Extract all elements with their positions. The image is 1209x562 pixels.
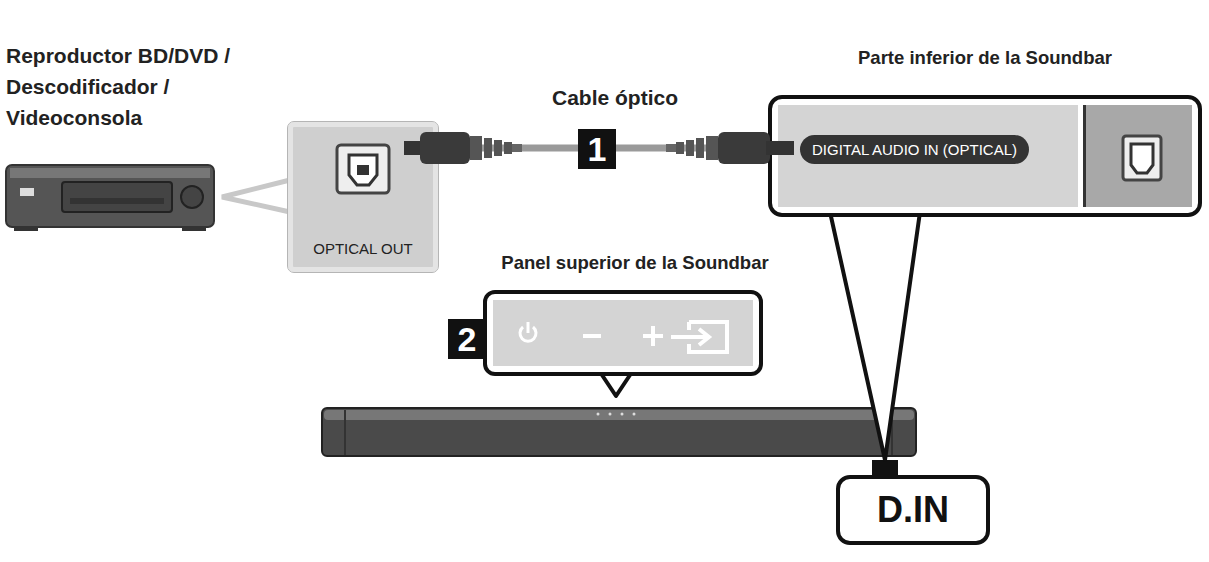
callout-number: 2 bbox=[448, 319, 486, 359]
optical-plug-right bbox=[666, 132, 794, 164]
optical-plug-left bbox=[404, 132, 522, 164]
top-panel-callout: Panel superior de la Soundbar bbox=[440, 250, 830, 378]
optical-port-icon bbox=[333, 141, 393, 197]
callout-pointer bbox=[830, 212, 920, 460]
callout-number: 1 bbox=[578, 129, 616, 169]
soundbar bbox=[322, 408, 916, 476]
port-code: D.IN bbox=[877, 489, 949, 531]
port-name: OPTICAL OUT bbox=[293, 240, 433, 257]
device-name: Reproductor BD/DVD / Descodificador / Vi… bbox=[6, 40, 246, 133]
connector-label: DIGITAL AUDIO IN (OPTICAL) bbox=[800, 135, 1029, 164]
control-buttons bbox=[493, 300, 753, 366]
optical-out-box: OPTICAL OUT bbox=[288, 122, 438, 272]
panel-heading: Parte inferior de la Soundbar bbox=[768, 47, 1202, 69]
panel-heading: Panel superior de la Soundbar bbox=[440, 252, 830, 274]
bottom-panel-callout: Parte inferior de la SoundbarDIGITAL AUD… bbox=[768, 45, 1202, 217]
callout-pointer bbox=[222, 180, 290, 212]
top-panel-frame bbox=[483, 290, 763, 376]
port-label-box: D.IN bbox=[836, 475, 990, 545]
bottom-panel-frame: DIGITAL AUDIO IN (OPTICAL) bbox=[768, 95, 1202, 217]
optical-port-icon bbox=[1120, 133, 1164, 183]
port-area bbox=[1083, 105, 1192, 207]
cable-name: Cable óptico bbox=[500, 86, 730, 110]
player-device bbox=[6, 165, 214, 231]
